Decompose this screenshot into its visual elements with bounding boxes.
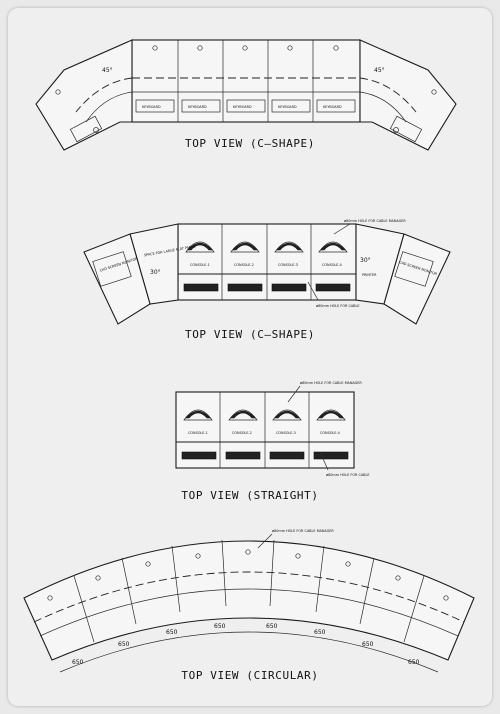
- hole-note-top: ø80mm HOLE FOR CABLE MANAGER: [344, 219, 406, 223]
- center-desk-outline: [131, 39, 361, 123]
- keyboard-label-4: KEYBOARD: [278, 105, 297, 109]
- console-label-4: CONSOLE-4: [322, 263, 342, 267]
- caption-circular: TOP VIEW (CIRCULAR): [181, 669, 319, 682]
- keyboard-label-1: KEYBOARD: [142, 105, 161, 109]
- caption-straight: TOP VIEW (STRAIGHT): [181, 489, 319, 502]
- right-wing-outline: [359, 39, 457, 151]
- angle-left-2: 30°: [150, 269, 161, 276]
- dim-650-5: 650: [266, 623, 278, 630]
- far-right-panel: [383, 233, 451, 325]
- console-label-1: CONSOLE-1: [190, 263, 210, 267]
- dim-650-6: 650: [314, 629, 326, 636]
- dim-650-8: 650: [408, 659, 420, 666]
- dim-650-1: 650: [72, 659, 84, 666]
- view-c-shape-keyboard: KEYBOARD KEYBOARD KEYBOARD KEYBOARD KEYB…: [35, 39, 457, 151]
- straight-console-label-1: CONSOLE-1: [188, 431, 208, 435]
- circular-hole-note: ø80mm HOLE FOR CABLE MANAGER: [272, 529, 334, 533]
- keyboard-label-5: KEYBOARD: [323, 105, 342, 109]
- dim-650-2: 650: [118, 641, 130, 648]
- keyboard-label-3: KEYBOARD: [233, 105, 252, 109]
- right-angled-label: PRINTER: [362, 273, 377, 277]
- caption-c-shape-2: TOP VIEW (C–SHAPE): [184, 328, 315, 341]
- console-label-2: CONSOLE-2: [234, 263, 254, 267]
- dim-650-3: 650: [166, 629, 178, 636]
- straight-console-label-3: CONSOLE-3: [276, 431, 296, 435]
- view-c-shape-console: CONSOLE-1 CONSOLE-2 CONSOLE-3 CONSOLE-4 …: [83, 219, 451, 325]
- hole-note-bottom: ø80mm HOLE FOR CABLE: [316, 304, 360, 308]
- view-circular: ø80mm HOLE FOR CABLE MANAGER 650 650 650…: [23, 529, 475, 673]
- dim-650-4: 650: [214, 623, 226, 630]
- angle-right-2: 30°: [360, 257, 371, 264]
- caption-c-shape-1: TOP VIEW (C–SHAPE): [184, 137, 315, 150]
- straight-hole-note-bottom: ø80mm HOLE FOR CABLE: [326, 473, 370, 477]
- angle-right: 45°: [374, 67, 385, 74]
- keyboard-label-2: KEYBOARD: [188, 105, 207, 109]
- far-left-panel: [83, 233, 151, 325]
- straight-hole-note-top: ø80mm HOLE FOR CABLE MANAGER: [300, 381, 362, 385]
- left-wing-outline: [35, 39, 133, 151]
- straight-console-label-2: CONSOLE-2: [232, 431, 252, 435]
- straight-console-label-4: CONSOLE-4: [320, 431, 340, 435]
- view-straight: CONSOLE-1 CONSOLE-2 CONSOLE-3 CONSOLE-4 …: [175, 381, 370, 477]
- dim-650-7: 650: [362, 641, 374, 648]
- circular-desk-outline: [23, 540, 475, 661]
- console-label-3: CONSOLE-3: [278, 263, 298, 267]
- angle-left: 45°: [102, 67, 113, 74]
